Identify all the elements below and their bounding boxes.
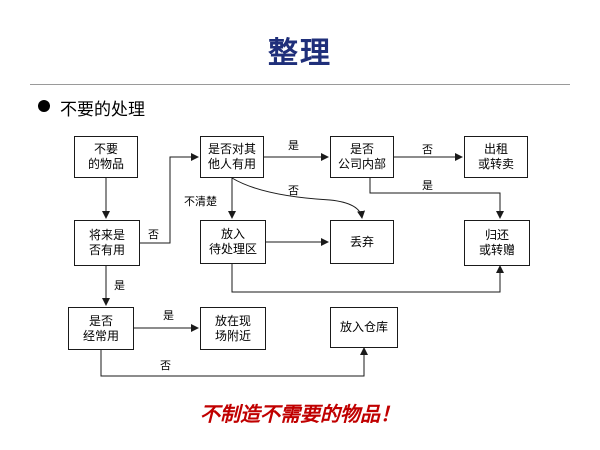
node-warehouse: 放入仓库 <box>330 307 398 348</box>
edge-label-internal-no: 否 <box>422 143 433 156</box>
edge-frequent-to-warehouse <box>100 347 368 377</box>
node-place-near-site: 放在现 场附近 <box>200 307 266 350</box>
bullet-icon <box>38 100 50 112</box>
node-useful-later: 将来是 否有用 <box>74 220 140 266</box>
edge-label-others-no: 否 <box>288 184 299 197</box>
edge-label-frequent-no: 否 <box>160 359 171 372</box>
node-internal-company: 是否 公司内部 <box>330 136 394 178</box>
edge-label-useful-no: 否 <box>148 228 159 241</box>
node-unneeded-items: 不要 的物品 <box>74 136 138 178</box>
node-discard: 丢弃 <box>330 220 394 264</box>
node-used-by-others: 是否对其 他人有用 <box>200 136 264 178</box>
node-return-or-donate: 归还 或转赠 <box>464 220 530 266</box>
title-divider <box>30 84 570 85</box>
edge-label-useful-yes: 是 <box>114 279 125 292</box>
node-rent-or-sell: 出租 或转卖 <box>464 136 528 178</box>
section-heading: 不要的处理 <box>60 100 145 120</box>
node-pending-area: 放入 待处理区 <box>200 220 266 264</box>
edge-label-others-yes: 是 <box>288 139 299 152</box>
edge-label-others-unclear: 不清楚 <box>184 195 217 208</box>
edge-pending-to-return <box>231 264 504 293</box>
edge-internal-to-return <box>369 178 504 219</box>
edge-others-to-discard <box>231 177 366 219</box>
node-frequently-used: 是否 经常用 <box>68 307 134 350</box>
edge-useful-to-others <box>140 153 199 244</box>
page-title: 整理 <box>268 36 332 71</box>
edge-label-frequent-yes: 是 <box>163 309 174 322</box>
edge-label-internal-yes: 是 <box>422 179 433 192</box>
slogan: 不制造不需要的物品！ <box>200 402 400 426</box>
